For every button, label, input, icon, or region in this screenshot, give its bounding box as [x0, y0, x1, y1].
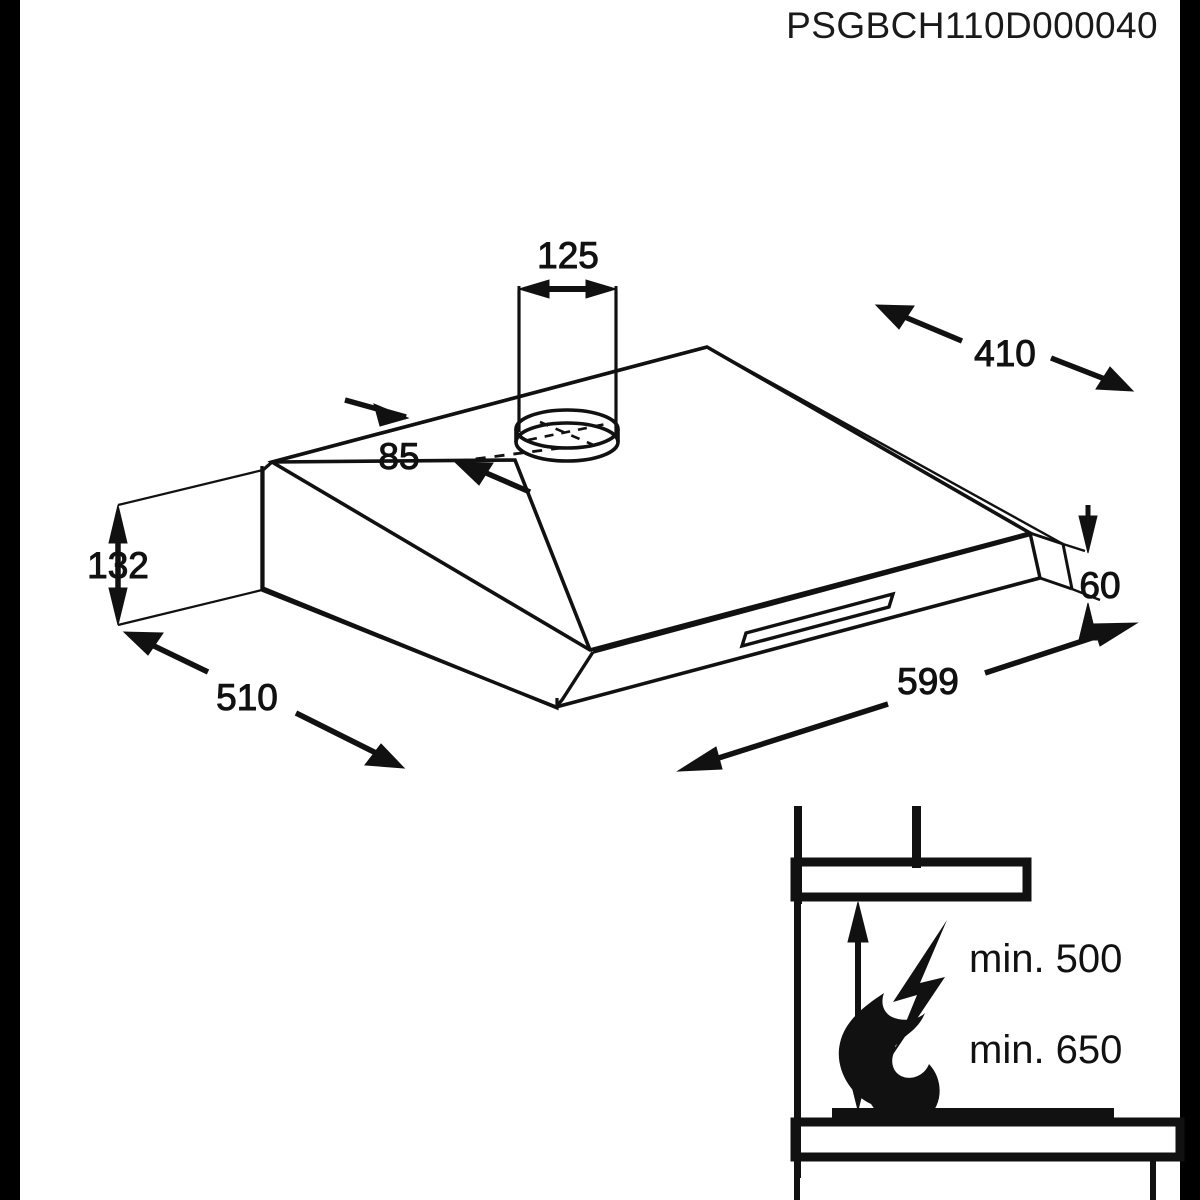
dim-410-leader-left [898, 312, 964, 344]
dim-85-arrow-lower [453, 461, 494, 486]
lightning-bolt-icon [892, 920, 947, 1056]
hood-rear-right-edge [706, 345, 1064, 546]
dimension-125: 125 [517, 235, 618, 299]
dim-410-arrow-left [874, 304, 915, 330]
dim-510-leader-left [150, 642, 210, 675]
dim-60-ext-bottom [1071, 587, 1101, 602]
hood-front-top-edge [592, 532, 1033, 654]
gas-clearance-label: min. 650 [969, 1028, 1122, 1072]
hood-right-bottom-edge [1039, 576, 1073, 591]
dim-label-410: 410 [974, 333, 1036, 374]
dim-85-arrow-upper [373, 403, 410, 427]
duct-stub [912, 806, 921, 868]
dimension-410: 410 [874, 304, 1135, 392]
hood-right-front-vertical [1028, 532, 1042, 579]
dim-599-arrow-right [1092, 622, 1139, 647]
hob-plate [832, 1108, 1114, 1122]
dim-599-arrow-left [676, 746, 723, 772]
wall-line-upper [794, 806, 802, 904]
dim-label-132: 132 [87, 545, 149, 586]
hood-isometric-view [260, 345, 1074, 711]
control-panel-slot[interactable] [739, 591, 896, 649]
dim-label-599: 599 [897, 661, 959, 702]
dim-label-60: 60 [1079, 565, 1120, 606]
dim-60-ext-top [1062, 542, 1086, 553]
hood-top-face [267, 345, 1035, 652]
dim-132-arrow-up [108, 504, 128, 544]
dim-132-arrow-down [108, 587, 128, 626]
cabinet-line-left [794, 1157, 800, 1200]
dimension-510: 510 [122, 631, 406, 769]
dimension-599: 599 [676, 622, 1139, 772]
hood-slope-left-edge [271, 458, 592, 651]
hood-left-bottom-edge [261, 588, 557, 709]
dimension-132: 132 [87, 468, 264, 627]
dim-label-85: 85 [378, 436, 419, 477]
document-code: PSGBCH110D000040 [786, 5, 1158, 46]
dim-60-arrow-down [1078, 515, 1098, 554]
sheet-border-left [0, 0, 20, 1200]
electric-clearance-label: min. 500 [969, 937, 1122, 981]
cooktop-box-side-view [790, 1117, 1185, 1162]
hood-box-side-view [790, 857, 1032, 902]
dim-599-leader-right [984, 629, 1111, 676]
dim-125-arrow-left [517, 279, 550, 299]
hood-right-end-vertical [1061, 543, 1074, 590]
dim-410-arrow-right [1095, 366, 1135, 392]
dim-125-arrow-right [585, 279, 618, 299]
dim-510-arrow-left [122, 631, 164, 656]
dim-510-arrow-right [364, 743, 406, 769]
dim-132-ext-bottom [117, 588, 263, 627]
dim-599-leader-left [705, 701, 889, 765]
installation-clearance-diagram: min. 500 min. 650 [790, 806, 1185, 1200]
dim-510-leader-right [294, 710, 382, 758]
sheet-border-right [1180, 0, 1200, 1200]
dimension-60: 60 [1062, 505, 1121, 641]
cabinet-line-right [1150, 1157, 1156, 1200]
duct-center-dash-1 [527, 422, 607, 442]
dim-132-ext-top [117, 468, 264, 507]
dimension-85: 85 [344, 397, 562, 495]
hood-front-bottom-edge [555, 576, 1041, 709]
flame-icon [838, 993, 940, 1126]
hood-rear-edge [271, 345, 708, 464]
dim-label-510: 510 [216, 677, 278, 718]
hood-left-corner-upper [261, 460, 274, 472]
dim-410-leader-right [1050, 355, 1111, 384]
duct-outlet [514, 290, 620, 463]
wall-line-lower [794, 898, 801, 1178]
dim-label-125: 125 [537, 235, 599, 276]
clearance-arrow-head-up [847, 901, 869, 943]
hood-left-end-face [261, 470, 559, 711]
